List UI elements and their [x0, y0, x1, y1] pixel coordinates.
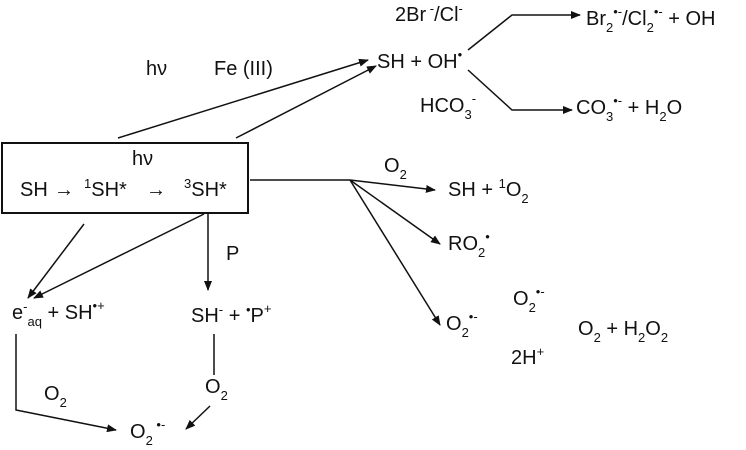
arrow-electron-to-superoxide — [15, 334, 117, 433]
arrow-to-co3 — [467, 69, 573, 114]
superoxide-label: O2•- — [446, 309, 478, 340]
two-protons-label: 2H+ — [511, 344, 544, 369]
arrow-fe3-to-sh-oh — [235, 65, 377, 139]
o2-left-label: O2 — [44, 383, 67, 410]
quencher-p-label: P — [226, 243, 239, 265]
box-arrow-2: → — [146, 179, 166, 201]
superoxide-bottom-label: O2 •- — [130, 417, 165, 445]
sh-singlet-oxygen-label: SH + 1O2 — [448, 176, 529, 206]
o2-h2o2-product-label: O2 + H2O2 — [578, 318, 668, 345]
singlet-excited-label: 1SH* — [84, 176, 127, 201]
box-hv-label: hν — [132, 148, 153, 170]
sh-oh-label: SH + OH• — [377, 47, 463, 73]
photoexcitation-box — [1, 142, 249, 214]
arrow-singlet-to-electron — [27, 223, 85, 299]
ground-state-sh-label: SH — [20, 179, 48, 201]
arrow-hv-to-sh-oh — [117, 58, 369, 139]
fe3-label: Fe (III) — [214, 58, 273, 80]
o2-middle-label: O2 — [205, 376, 228, 403]
arrow-to-ro2 — [349, 179, 441, 245]
box-arrow-1: → — [54, 179, 74, 201]
arrow-to-superoxide — [349, 179, 441, 326]
br2-cl2-product-label: Br2•-/Cl2•- + OH — [586, 4, 716, 35]
bicarbonate-label: HCO3- — [420, 91, 476, 122]
superoxide-label-2: O2•- — [513, 284, 545, 315]
arrow-to-singlet-oxygen — [349, 179, 436, 193]
ro2-radical-label: RO2• — [448, 229, 490, 260]
o2-reagent-label: O2 — [384, 155, 407, 182]
halide-label: 2Br -/Cl- — [395, 1, 463, 26]
arrow-sh-anion-to-superoxide — [185, 405, 211, 430]
triplet-excited-label: 3SH* — [184, 176, 227, 201]
arrow-to-br2-cl2 — [467, 11, 581, 51]
solvated-electron-label: e-aq + SH•+ — [12, 298, 105, 329]
arrow-triplet-to-electron — [33, 213, 205, 299]
hv-top-label: hν — [146, 58, 167, 80]
co3-product-label: CO3•- + H2O — [576, 93, 682, 124]
sh-anion-p-cation-label: SH- + •P+ — [191, 301, 271, 327]
